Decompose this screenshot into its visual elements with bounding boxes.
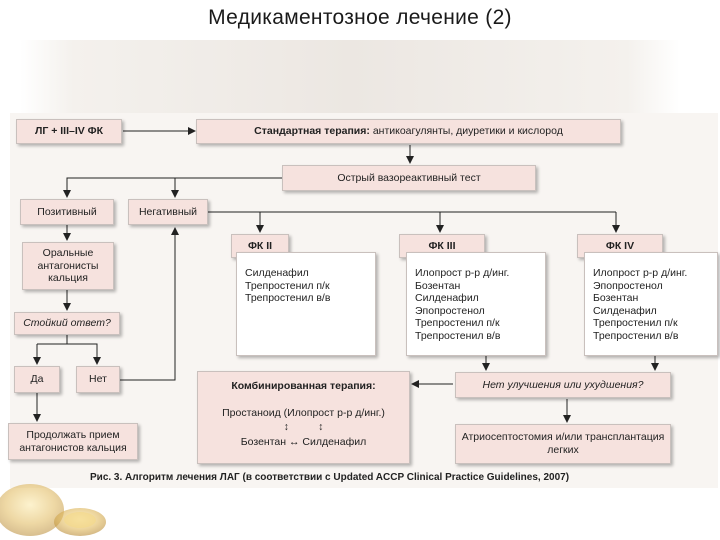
combination-arrows: ↕ ↕ — [283, 421, 324, 434]
standard-therapy-label: Стандартная терапия: — [254, 125, 370, 138]
calcium-antagonists-box: Оральные антагонисты кальция — [22, 242, 114, 290]
fc4-drug: Бозентан — [593, 292, 639, 305]
yes-box: Да — [14, 366, 60, 393]
header-background — [20, 40, 680, 118]
combination-therapy-box: Комбинированная терапия: Простаноид (Ило… — [197, 371, 410, 464]
fc3-drug: Илопрост р-р д/инг. — [415, 267, 510, 279]
septostomy-box: Атриосептостомия и/или трансплантация ле… — [455, 424, 671, 464]
positive-box: Позитивный — [20, 199, 114, 225]
fc4-drug: Эпопростенол — [593, 279, 663, 292]
combination-therapy-title: Комбинированная терапия: — [231, 380, 376, 392]
no-improvement-box: Нет улучшения или ухудшения? — [455, 372, 671, 398]
combination-line-2: Бозентан ↔ Силденафил — [240, 435, 367, 448]
fc2-drug: Трепростенил в/в — [245, 292, 331, 305]
no-box: Нет — [76, 366, 120, 393]
decorative-coin-image — [0, 484, 106, 536]
negative-box: Негативный — [128, 199, 208, 225]
fc2-drug: Трепростенил п/к — [245, 279, 330, 292]
acute-test-box: Острый вазореактивный тест — [282, 165, 536, 191]
fc4-drug: Силденафил — [593, 304, 657, 317]
start-box: ЛГ + III–IV ФК — [16, 119, 122, 144]
standard-therapy-box: Стандартная терапия: антикоагулянты, диу… — [196, 119, 621, 144]
fc3-drug-list: Илопрост р-р д/инг. Бозентан Силденафил … — [406, 252, 546, 356]
fc4-drug: Трепростенил в/в — [593, 329, 679, 342]
fc2-drug-list: Силденафил Трепростенил п/к Трепростенил… — [236, 252, 376, 356]
figure-caption: Рис. 3. Алгоритм лечения ЛАГ (в соответс… — [90, 472, 570, 483]
continue-calcium-box: Продолжать прием антагонистов кальция — [8, 423, 138, 460]
fc4-drug: Трепростенил п/к — [593, 317, 678, 330]
standard-therapy-text: антикоагулянты, диуретики и кислород — [372, 125, 563, 138]
fc3-drug: Бозентан — [415, 279, 461, 292]
stable-response-box: Стойкий ответ? — [14, 312, 120, 335]
slide-title: Медикаментозное лечение (2) — [208, 6, 512, 29]
fc3-drug: Трепростенил в/в — [415, 329, 501, 342]
combination-line-1: Простаноид (Илопрост р-р д/инг.) — [222, 406, 385, 419]
fc4-drug-list: Илопрост р-р д/инг. Эпопростенол Бозента… — [584, 252, 718, 356]
fc4-drug: Илопрост р-р д/инг. — [593, 267, 688, 279]
fc2-drug: Силденафил — [245, 267, 309, 279]
fc3-drug: Эпопростенол — [415, 304, 485, 317]
fc3-drug: Силденафил — [415, 292, 479, 305]
fc3-drug: Трепростенил п/к — [415, 317, 500, 330]
